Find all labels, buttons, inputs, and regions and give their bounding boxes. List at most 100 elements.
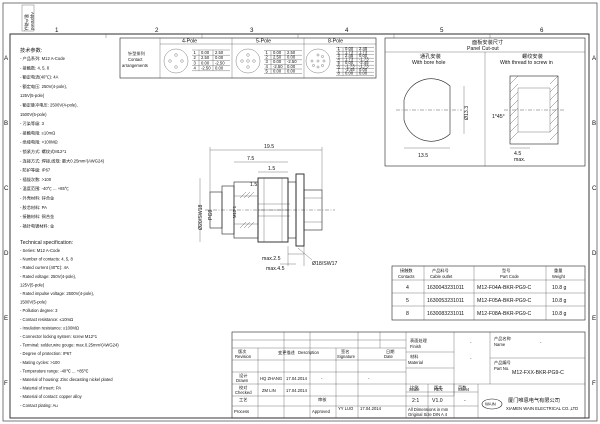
pin-number: 3 [194,60,197,65]
revision-value: V1.0 [432,398,443,404]
dim-dia-18: Ø18/SW17 [312,261,337,267]
dim-dia-20: Ø20/SW18 [198,205,204,230]
bore-hole-profile [403,78,451,142]
parts-part-code: M12-F08A-BKR-PG9-C [477,311,531,317]
pin-y: 0.00 [359,67,368,72]
col-label-2: 2 [155,27,159,34]
pin-x: 0.00 [201,60,210,65]
pin-number: 1 [194,50,197,55]
svg-text:Contact: Contact [128,57,143,62]
parts-table [391,265,586,321]
dim-thread-max: max. [514,157,525,163]
parts-weight: 10.8 g [552,285,567,291]
dim-19-5: 19.5 [264,144,274,150]
svg-text:比例: 比例 [410,384,418,391]
pin-arrangement-table: 4-Pole 5-Pole 8-Pole 针型排列 Contact arrang… [119,37,377,79]
pin-y: 0.00 [359,71,368,76]
drawn-name: HQ ZHANG [260,376,282,381]
checked-date: 17.04.2014 [286,388,308,393]
svg-text:针型排列: 针型排列 [128,50,145,57]
parts-code: 1630053231011 [427,298,464,304]
dim-1-5-a: 1.5 [268,166,275,172]
svg-text:D: D [592,250,597,257]
en-spec-line: - Rated voltage: 250V(4-pole), [20,274,76,279]
pin-y: -1.73 [359,64,369,69]
pin-number: 4 [338,57,341,62]
en-spec-line: - Contact plating: Au [20,403,58,408]
pin-number: 3 [266,59,269,64]
cn-spec-title: 技术参数: [20,46,42,54]
dim-max-2-5: max.2.5 [262,256,281,262]
pin-x: -2.50 [273,64,283,69]
svg-text:Signature: Signature [337,354,356,359]
en-spec-line: - Temperature range: -40℃ ... +85℃ [20,368,89,373]
dim-bore-dia: Ø13.3 [464,106,470,120]
svg-text:arrangements: arrangements [122,63,148,68]
col-label-1: 1 [55,27,59,34]
svg-text:WAIN: WAIN [485,402,496,407]
pole4-face [163,48,189,74]
en-spec-line: - Series: M12 A-Code [20,248,61,253]
parts-header-cn: 产品料号 [432,267,449,274]
pin-y: 2.50 [287,50,296,55]
thread-title-en: With thread to screw in [500,60,553,66]
en-spec-title: Technical specification: [20,240,73,246]
en-spec-line: - Terminal: solder,wire gouge: max.0.25m… [20,343,119,348]
pin-y: 2.50 [215,50,224,55]
pin-y: 1.73 [359,50,368,55]
en-spec-line: 125V(5-pole) [20,282,45,287]
svg-text:版本: 版本 [434,384,443,391]
company-name-en: XIAMEN WAIN ELECTRICAL CO.,LTD [506,406,578,411]
pin-y: 0.00 [287,64,296,69]
pin-y: 0.00 [359,53,368,58]
company-logo [481,398,503,410]
svg-text:-: - [321,376,323,381]
en-spec-line: 1500V(5-pole) [20,300,47,305]
svg-text:Checked: Checked [235,390,252,395]
cn-spec-line: - 污染等级: 3 [20,120,45,127]
svg-text:Approved: Approved [312,409,331,414]
en-spec-line: - Material of insert: PA [20,386,61,391]
thread-title-cn: 螺纹安装 [522,52,543,60]
row-label-c: C [4,185,9,192]
svg-text:F: F [592,380,596,387]
pin-x: 1.73 [345,57,354,62]
pin-x: 0.00 [345,46,354,51]
svg-text:产品编号: 产品编号 [494,359,511,366]
cn-spec-line: 1500V(5-pole) [20,112,47,117]
pin-number: 5 [338,60,341,65]
cn-spec-line: - 额定脉冲电压: 2500V(4-pole), [20,102,78,109]
col-label-5: 5 [440,27,444,34]
svg-text:表面处理: 表面处理 [410,337,428,344]
svg-text:E: E [592,315,596,322]
pin-x: 0.00 [273,59,282,64]
pin-number: 2 [194,55,197,60]
cn-spec-line: - 接触材料: 铜合金 [20,213,55,220]
bore-title-cn: 通孔安装 [420,52,441,60]
svg-text:B: B [592,120,596,127]
dim-max-4-5: max.4.5 [266,266,285,272]
parts-contacts: 4 [406,285,409,291]
dim-bore-width: 13.5 [418,153,428,159]
approved-name: YY LUO [338,406,354,411]
pole5-face [235,48,261,74]
pin-number: 1 [338,46,341,51]
pin-x: -1.73 [345,64,355,69]
en-spec-line: - Number of contacts: 4, 5, 8 [20,257,74,262]
cn-spec-line: - 接触数: 4, 5, 8 [20,64,50,71]
title-block: 版次 Revision 变更描述 Description 签名 Signatur… [231,331,586,419]
row-labels: A B C D E F A B C D E F [4,55,597,387]
cn-spec-line: - 锁紧方式: 螺纹式M12*1 [20,148,67,155]
svg-text:Approved: Approved [30,12,35,31]
pin-y: -2.50 [287,59,297,64]
parts-part-code: M12-F05A-BKR-PG9-C [477,298,531,304]
svg-text:REV.: REV. [434,387,443,392]
cn-spec-line: - 绝缘电阻: >100MΩ [20,139,58,146]
connector-side-view: 19.5 7.5 1.5 1.5 Ø20/SW18 PG9 M12*1 max.… [198,144,337,272]
parts-contacts: 5 [406,298,409,304]
pin-y: 2.45 [359,46,368,51]
dim-m12: M12*1 [232,205,237,218]
